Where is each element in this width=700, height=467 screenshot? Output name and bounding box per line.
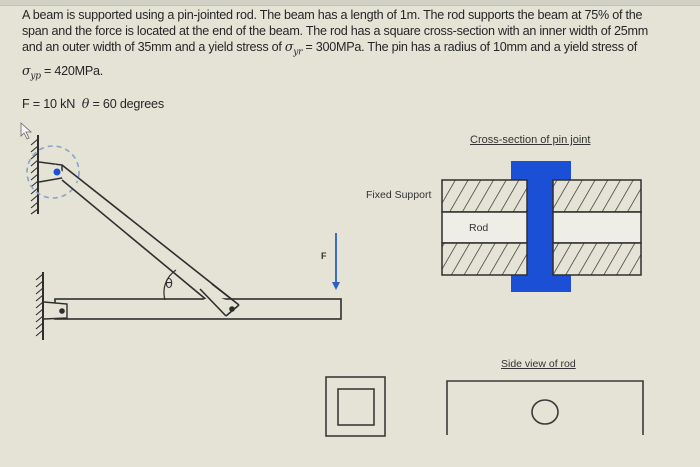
rod-label: Rod	[469, 222, 489, 234]
problem-line-4: σyp = 420MPa.	[22, 63, 692, 85]
sigma-symbol: σ	[284, 39, 294, 55]
rod-middle-left	[441, 211, 528, 244]
pin-joint-cross-section	[441, 161, 642, 292]
sigma-symbol: σ	[22, 63, 31, 79]
lower-bracket	[43, 301, 68, 320]
pin-yield-subscript: yp	[30, 71, 41, 82]
mouse-cursor-icon	[20, 122, 33, 140]
upper-wall-support	[30, 135, 39, 215]
force-value: F = 10 kN	[22, 97, 76, 111]
given-values: F = 10 kN θ = 60 degrees	[22, 96, 164, 111]
angle-value: = 60 degrees	[89, 97, 164, 111]
problem-line-3: and an outer width of 35mm and a yield s…	[22, 39, 638, 58]
rod-middle-right	[552, 211, 642, 244]
horizontal-beam	[54, 298, 342, 320]
theta-arc	[163, 269, 177, 301]
rod-square-cross-section	[325, 376, 386, 437]
cross-section-title: Cross-section of pin joint	[470, 134, 591, 146]
theta-label: θ	[165, 277, 173, 292]
force-arrow-icon	[332, 233, 340, 290]
pin-yield-value: = 420MPa.	[40, 64, 103, 79]
fixed-support-label: Fixed Support	[366, 189, 432, 201]
theta-symbol: θ	[81, 96, 90, 111]
pin-highlight-circle	[26, 145, 80, 199]
rod-side-view	[446, 380, 644, 435]
problem-line-2: span and the force is located at the end…	[22, 24, 649, 39]
rod-beam-pin-icon	[229, 306, 235, 312]
rod-yield-value: = 300MPa.	[302, 40, 365, 55]
problem-statement: A beam is supported using a pin-jointed …	[22, 7, 692, 85]
pin-hole-icon	[531, 399, 559, 425]
rod-yield-subscript: yr	[293, 47, 303, 58]
top-border	[0, 0, 700, 6]
problem-line-1: A beam is supported using a pin-jointed …	[22, 8, 643, 22]
lower-pin-icon	[59, 308, 65, 314]
force-label: F	[321, 251, 327, 261]
upper-pin-icon	[53, 168, 61, 176]
side-view-title: Side view of rod	[501, 358, 576, 370]
diagonal-rod	[55, 164, 240, 320]
lower-wall-support	[35, 272, 44, 340]
